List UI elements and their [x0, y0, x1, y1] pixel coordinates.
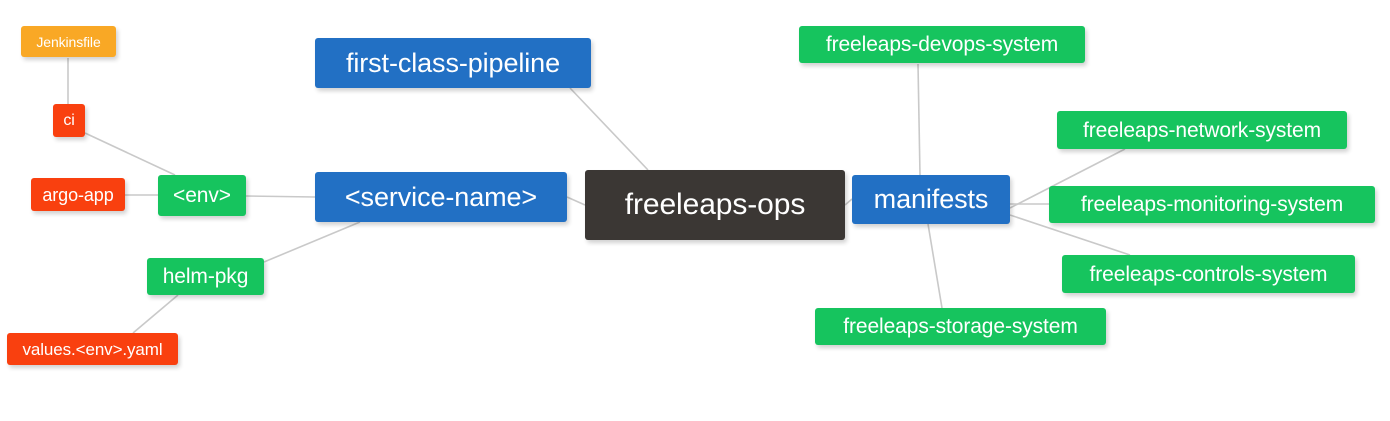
edge-env-to-ci	[84, 132, 176, 176]
node-ci[interactable]: ci	[53, 104, 85, 137]
node-argo-app[interactable]: argo-app	[31, 178, 125, 211]
node-values-env-yaml[interactable]: values.<env>.yaml	[7, 333, 178, 365]
edge-service-name-to-env	[245, 195, 316, 198]
edge-freeleaps-ops-to-first-class-pipeline	[569, 87, 649, 171]
edge-freeleaps-ops-to-service-name	[566, 196, 586, 206]
edge-freeleaps-ops-to-manifests	[844, 198, 853, 206]
node-jenkinsfile[interactable]: Jenkinsfile	[21, 26, 116, 57]
node-first-class-pipeline[interactable]: first-class-pipeline	[315, 38, 591, 88]
node-helm-pkg[interactable]: helm-pkg	[147, 258, 264, 295]
node-freeleaps-devops-system[interactable]: freeleaps-devops-system	[799, 26, 1085, 63]
edge-manifests-to-freeleaps-devops-system	[917, 63, 921, 176]
node-freeleaps-monitoring-system[interactable]: freeleaps-monitoring-system	[1049, 186, 1375, 223]
node-freeleaps-ops[interactable]: freeleaps-ops	[585, 170, 845, 240]
node-env[interactable]: <env>	[158, 175, 246, 216]
edge-service-name-to-helm-pkg	[263, 221, 361, 263]
node-freeleaps-controls-system[interactable]: freeleaps-controls-system	[1062, 255, 1355, 293]
edge-helm-pkg-to-values-env-yaml	[132, 294, 179, 334]
node-manifests[interactable]: manifests	[852, 175, 1010, 224]
node-freeleaps-network-system[interactable]: freeleaps-network-system	[1057, 111, 1347, 149]
node-freeleaps-storage-system[interactable]: freeleaps-storage-system	[815, 308, 1106, 345]
node-service-name[interactable]: <service-name>	[315, 172, 567, 222]
edge-manifests-to-freeleaps-storage-system	[927, 223, 943, 309]
